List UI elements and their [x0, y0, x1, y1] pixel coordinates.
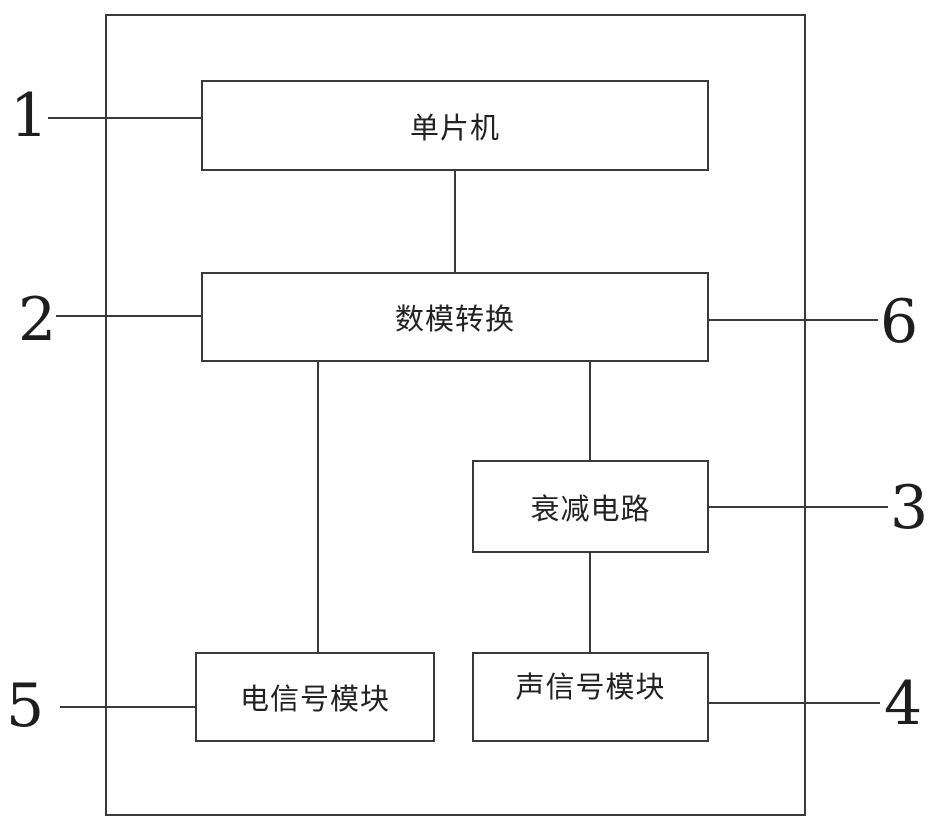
dac-block: 数模转换 [201, 272, 709, 362]
attenuator-block: 衰减电路 [472, 460, 709, 553]
reference-number-5: 5 [6, 671, 45, 741]
acoustic-module-block: 声信号模块 [472, 652, 709, 742]
acoustic-module-label: 声信号模块 [515, 670, 666, 704]
reference-number-2: 2 [18, 285, 57, 355]
outer-enclosure [105, 14, 806, 816]
electric-module-block: 电信号模块 [195, 652, 435, 742]
reference-number-6: 6 [880, 287, 919, 357]
reference-number-4: 4 [884, 669, 923, 739]
attenuator-label: 衰减电路 [530, 491, 651, 526]
reference-number-3: 3 [890, 473, 929, 543]
dac-label: 数模转换 [394, 302, 515, 336]
reference-number-1: 1 [10, 81, 49, 151]
electric-module-label: 电信号模块 [239, 682, 390, 716]
mcu-label: 单片机 [409, 110, 500, 145]
mcu-block: 单片机 [201, 80, 709, 171]
